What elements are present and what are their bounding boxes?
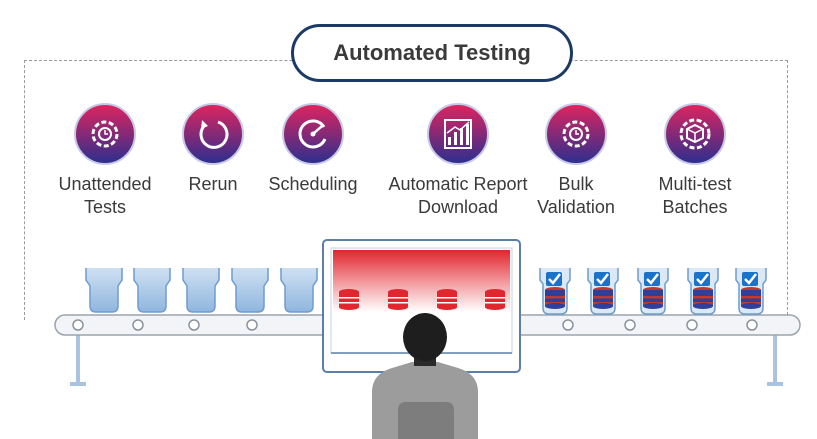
empty-beakers (85, 268, 318, 313)
report-chart-icon (427, 103, 489, 165)
feature-scheduling: Scheduling (243, 103, 383, 196)
feature-automatic-report-download: Automatic Report Download (388, 103, 528, 219)
beaker (182, 268, 220, 313)
feature-multi-test-batches: Multi-test Batches (625, 103, 765, 219)
gear-clock-icon (74, 103, 136, 165)
person-illustration (372, 313, 478, 439)
beaker (133, 268, 171, 313)
validated-beakers (539, 266, 768, 316)
gear-clock-icon (545, 103, 607, 165)
feature-label: Rerun (188, 174, 238, 194)
feature-label: Automatic Report Download (388, 174, 528, 217)
refresh-icon (182, 103, 244, 165)
beaker (231, 268, 269, 313)
feature-label: Unattended Tests (58, 174, 152, 217)
feature-rerun: Rerun (143, 103, 283, 196)
cube-gear-icon (664, 103, 726, 165)
monitor (322, 239, 521, 373)
feature-unattended-tests: Unattended Tests (35, 103, 175, 219)
page-title: Automated Testing (291, 24, 573, 82)
beaker (280, 268, 318, 313)
feature-label: Multi-test Batches (658, 174, 732, 217)
database-icon (339, 289, 359, 310)
beaker (85, 268, 123, 313)
feature-label: Scheduling (268, 174, 358, 194)
feature-label: Bulk Validation (537, 174, 615, 217)
feature-bulk-validation: Bulk Validation (506, 103, 646, 219)
conveyor-legs (70, 335, 783, 386)
database-icons (339, 289, 505, 310)
validated-beaker (539, 268, 571, 315)
conveyor-rollers (72, 319, 758, 331)
schedule-icon (282, 103, 344, 165)
